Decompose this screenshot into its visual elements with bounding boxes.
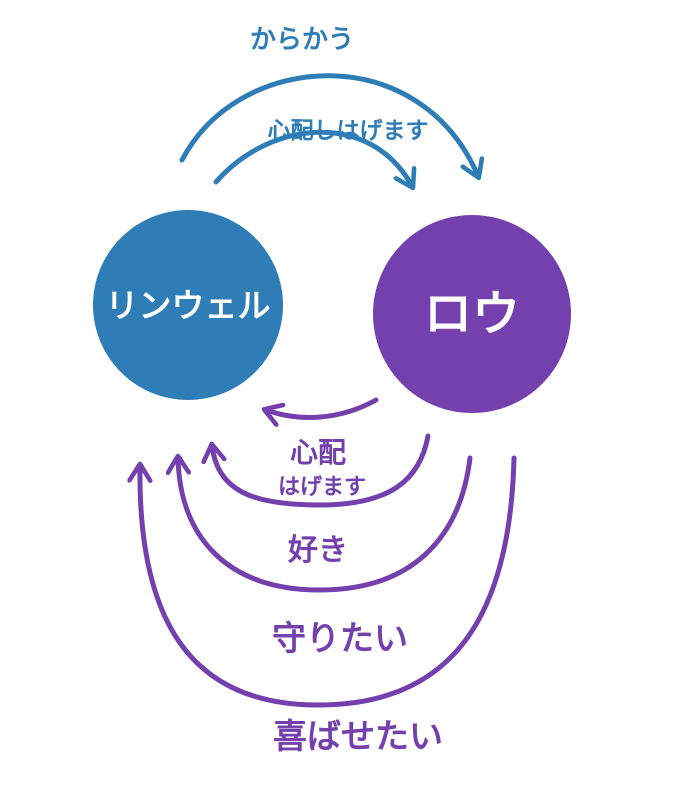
edge-label-worry-to-rinwell-line2: はげます (278, 475, 366, 500)
arrow-worry-to-rou (213, 129, 412, 186)
node-rinwell-label: リンウェル (106, 286, 271, 325)
edge-label-please: 喜ばせたい (273, 717, 443, 757)
edge-label-like: 好き (287, 533, 348, 568)
arrow-protect-please (140, 455, 517, 708)
arrow-tease (179, 73, 478, 176)
node-rou-circle (373, 215, 571, 413)
edge-label-protect: 守りたい (272, 619, 408, 659)
arrow-like (178, 458, 473, 593)
arrow-worry-to-rinwell (266, 397, 379, 417)
node-rou-label: ロウ (424, 286, 520, 342)
arrow-worry-encourage-outer (212, 433, 431, 508)
edge-label-worry-to-rinwell-line1: 心配 (290, 436, 346, 469)
edge-label-tease: からかう (250, 25, 354, 55)
node-rinwell-circle (93, 210, 283, 400)
edge-label-worry-to-rou: 心配しはげます (268, 118, 429, 144)
